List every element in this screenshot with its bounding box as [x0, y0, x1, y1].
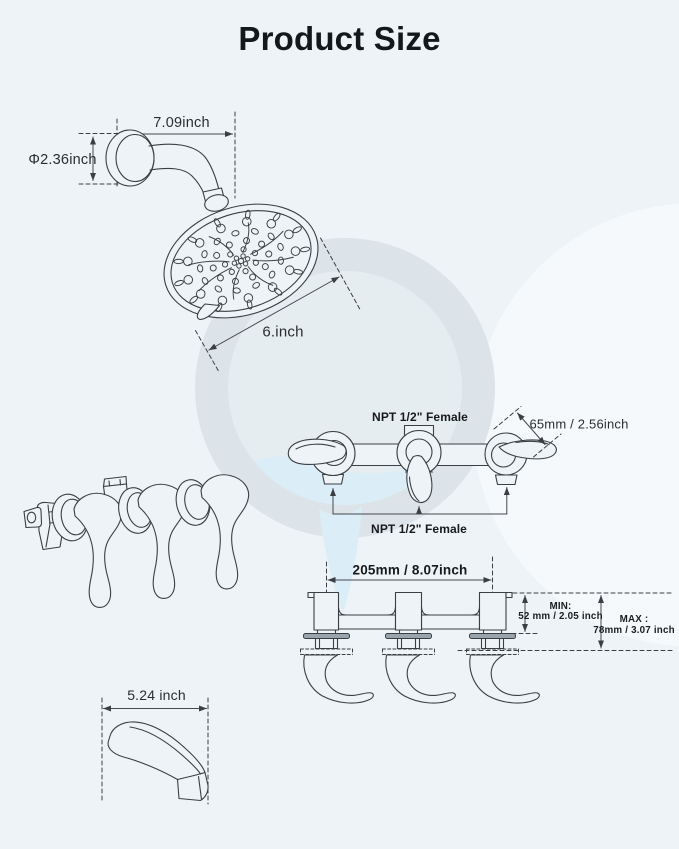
min-value: 52 mm / 2.05 inch — [518, 611, 603, 623]
top-view-ports — [300, 629, 540, 704]
max-value: 78mm / 3.07 inch — [593, 625, 675, 636]
spout-length-dimension-label: 5.24 inch — [127, 686, 186, 703]
page-title: Product Size — [238, 20, 441, 57]
npt-bottom-ports-label: NPT 1/2" Female — [371, 521, 467, 536]
max-title: MAX : — [619, 614, 649, 626]
valve-top-view-drawing — [300, 556, 675, 704]
valve-3d-view-drawing — [23, 474, 250, 608]
watermark-faint-circle — [473, 203, 679, 647]
tub-spout-drawing — [101, 697, 209, 805]
valve-front-view-drawing — [287, 406, 562, 515]
handle-length-dimension-label: 65mm / 2.56inch — [529, 416, 629, 431]
flange-diameter-dimension-label: Φ2.36inch — [28, 152, 97, 168]
shower-head-drawing — [78, 111, 361, 373]
arm-length-dimension-label: 7.09inch — [153, 114, 210, 131]
max-wall-thickness-label: MAX : 78mm / 3.07 inch — [593, 614, 675, 637]
min-wall-thickness-label: MIN: 52 mm / 2.05 inch — [518, 600, 603, 624]
head-diameter-dimension-label: 6.inch — [262, 323, 304, 340]
npt-top-port-label: NPT 1/2" Female — [372, 410, 468, 424]
port-spacing-dimension-label: 205mm / 8.07inch — [352, 562, 468, 578]
min-title: MIN: — [549, 600, 572, 612]
